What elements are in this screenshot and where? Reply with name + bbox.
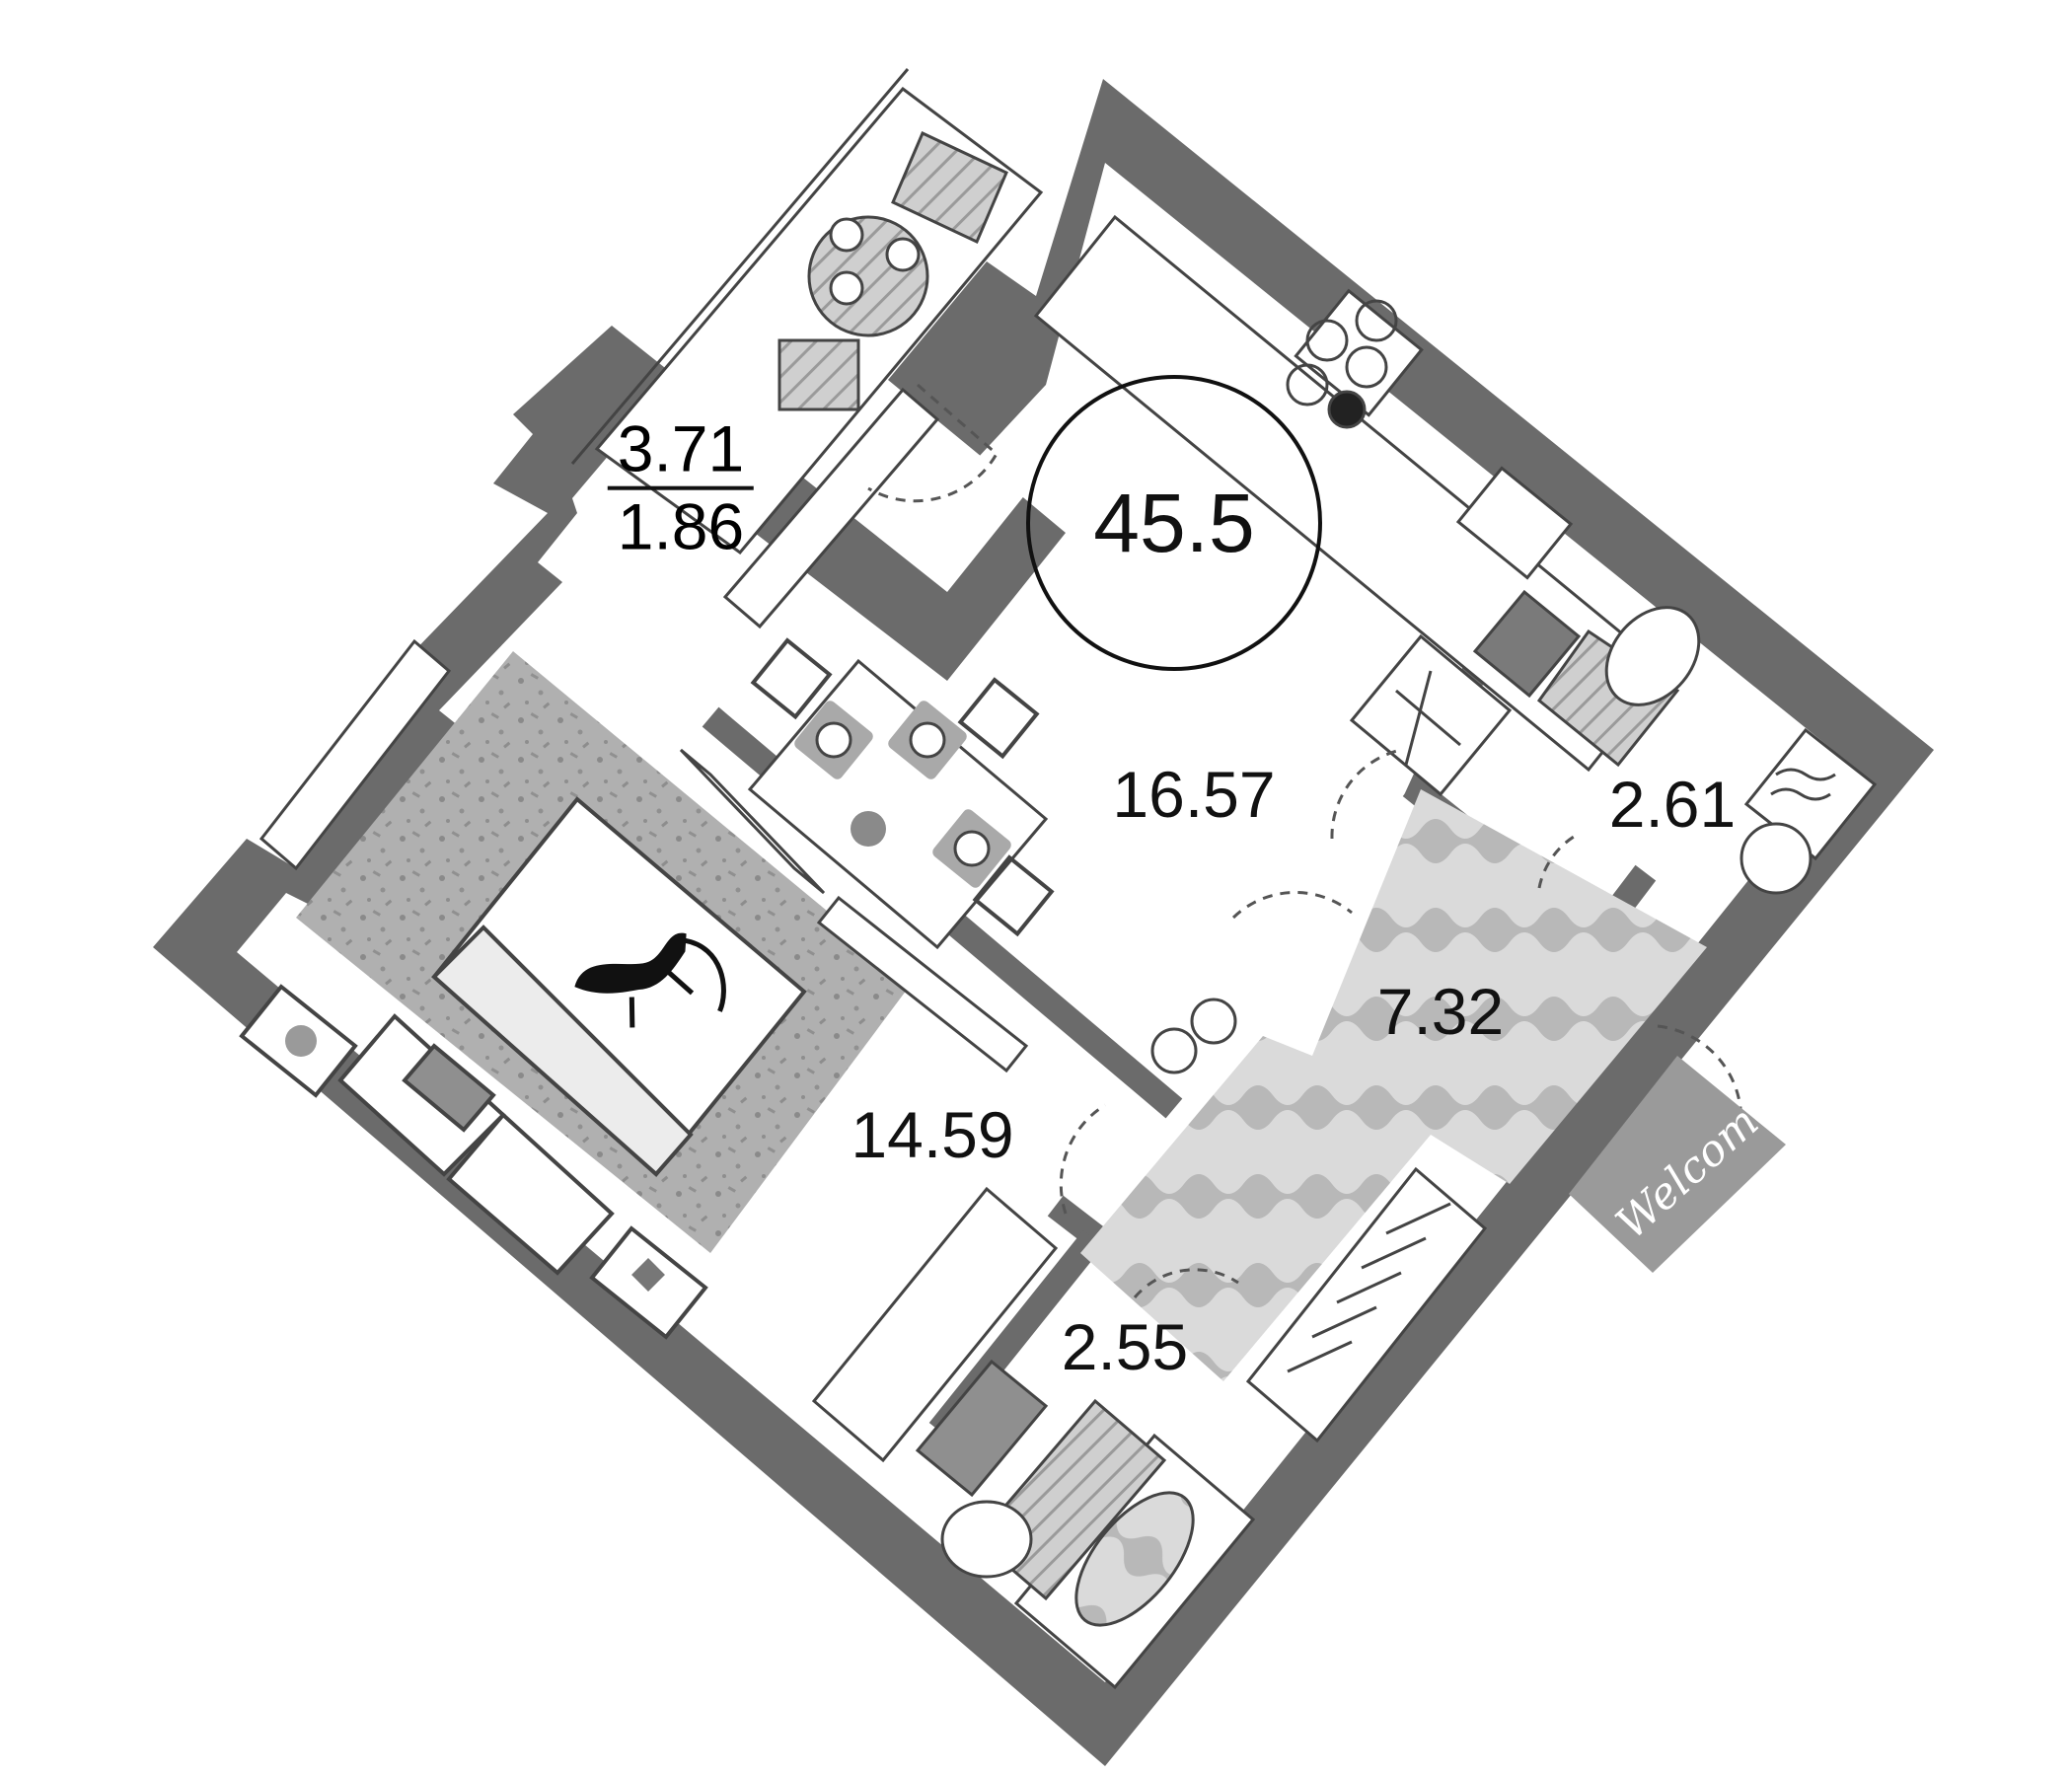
toilet-area-label: 2.61 (1608, 768, 1737, 841)
kitchen-window (722, 387, 940, 629)
shelving (679, 748, 1029, 1073)
hallway-floor (1080, 789, 1707, 1381)
bedroom-area-label: 14.59 (851, 1098, 1014, 1171)
balcony-area: 3.71 (607, 415, 755, 490)
kitchen-living-area-label: 16.57 (1112, 758, 1276, 831)
pet-bowls (1150, 998, 1237, 1074)
dining-table (747, 637, 1055, 950)
nightstands (239, 984, 708, 1340)
bathroom-area-label: 2.55 (1061, 1310, 1189, 1383)
balcony (570, 68, 1044, 555)
total-area-label: 45.5 (1093, 477, 1255, 569)
balcony-reduced-area: 1.86 (617, 490, 745, 563)
bathroom-fixtures (915, 1359, 1256, 1690)
total-area-circle (1026, 375, 1322, 671)
kitchen-cabinet (1349, 633, 1513, 797)
toilet-fixtures (1536, 606, 1878, 895)
apartment (153, 68, 1934, 1766)
dresser (811, 1186, 1059, 1463)
doormat (1569, 1056, 1786, 1273)
bed (431, 796, 807, 1177)
pillows (337, 1013, 615, 1276)
kitchen-counter (1033, 214, 1670, 773)
balcony-area-label: 3.71 1.86 (607, 415, 755, 563)
hallway-area-label: 7.32 (1376, 975, 1505, 1048)
bedroom-window (259, 638, 452, 871)
wardrobe (1245, 1166, 1488, 1443)
balcony-door (867, 383, 999, 503)
